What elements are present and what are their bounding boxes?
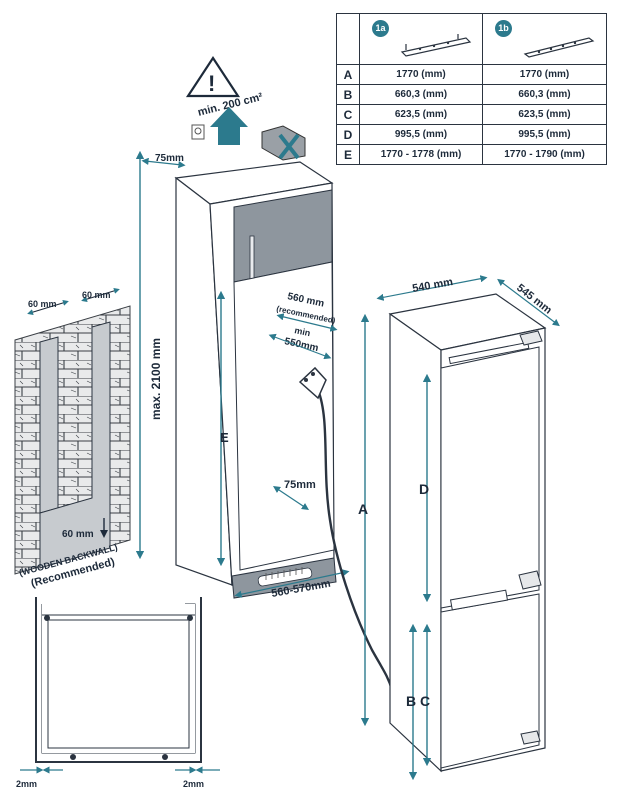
dimensions-table: 1a 1b A 1770 (mm) 1770 (mm) B 660 [336,13,607,165]
door-handle [249,235,255,281]
row-label: E [336,144,360,165]
variant-1b-badge: 1b [495,20,512,37]
dim-d-label: D [419,481,429,497]
cell-1a: 660,3 (mm) [359,84,483,105]
power-cord [298,366,394,691]
table-header-row: 1a 1b [336,13,607,65]
appliance-width-label: 540 mm [411,276,454,295]
dim-c-label: C [420,693,430,709]
cell-1b: 1770 - 1790 (mm) [482,144,607,165]
cell-1a: 995,5 (mm) [359,124,483,145]
row-label: B [336,84,360,105]
fridge-door-upper [440,346,540,609]
no-blocking-cross-icon [278,133,300,160]
airflow-arrow-icon [210,107,248,145]
row-label: A [336,64,360,85]
table-row: B 660,3 (mm) 660,3 (mm) [336,84,607,105]
plug-icon [298,366,327,400]
backwall-strip-1-label: 60 mm [28,299,57,309]
warning-triangle-icon [185,55,241,98]
table-row: E 1770 - 1778 (mm) 1770 - 1790 (mm) [336,144,607,165]
table-row: A 1770 (mm) 1770 (mm) [336,64,607,85]
table-row: D 995,5 (mm) 995,5 (mm) [336,124,607,145]
refrigerator [388,293,547,773]
door-slide-bracket [449,589,509,611]
max-height-label: max. 2100 mm [149,338,163,420]
wooden-backwall: 60 mm 60 mm 60 mm (WOODEN BACKWALL) (Rec… [14,287,131,590]
cell-1b: 995,5 (mm) [482,124,607,145]
row-label: C [336,104,360,125]
table-corner [336,13,360,65]
rear-gap-label: 75mm [284,479,316,491]
bracket-1a-icon [400,34,472,57]
cell-1a: 623,5 (mm) [359,104,483,125]
socket-icon [191,124,205,140]
table-row: C 623,5 (mm) 623,5 (mm) [336,104,607,125]
ventilation-warning: ! min. 200 cm² [185,55,306,161]
gap-right-label: 2mm [183,779,204,789]
down-arrow-icon [100,530,108,538]
top-depth-label: 75mm [155,153,184,164]
dim-b-label: B [406,693,416,709]
hinge-icon [518,330,543,745]
row-label: D [336,124,360,145]
niche-height-label: E [220,430,229,445]
cell-1b: 1770 (mm) [482,64,607,85]
variant-1a-badge: 1a [372,20,389,37]
variant-1b-header: 1b [482,13,607,65]
backwall-gap-label: 60 mm [62,529,94,540]
cell-1a: 1770 - 1778 (mm) [359,144,483,165]
backwall-strip-2-label: 60 mm [82,290,111,300]
cell-1a: 1770 (mm) [359,64,483,85]
dim-a-label: A [358,501,368,517]
backwall-strip-right [39,321,111,569]
bracket-1b-icon [523,37,595,58]
cell-1b: 660,3 (mm) [482,84,607,105]
cell-1b: 623,5 (mm) [482,104,607,125]
cabinet-plan-view: 2mm 2mm [16,597,220,789]
gap-left-label: 2mm [16,779,37,789]
exclamation-icon: ! [208,71,215,96]
cabinet-dimensions: max. 2100 mm 75mm E 560 mm (recommended)… [135,150,350,600]
backwall-strip-left [39,336,59,514]
variant-1a-header: 1a [359,13,483,65]
